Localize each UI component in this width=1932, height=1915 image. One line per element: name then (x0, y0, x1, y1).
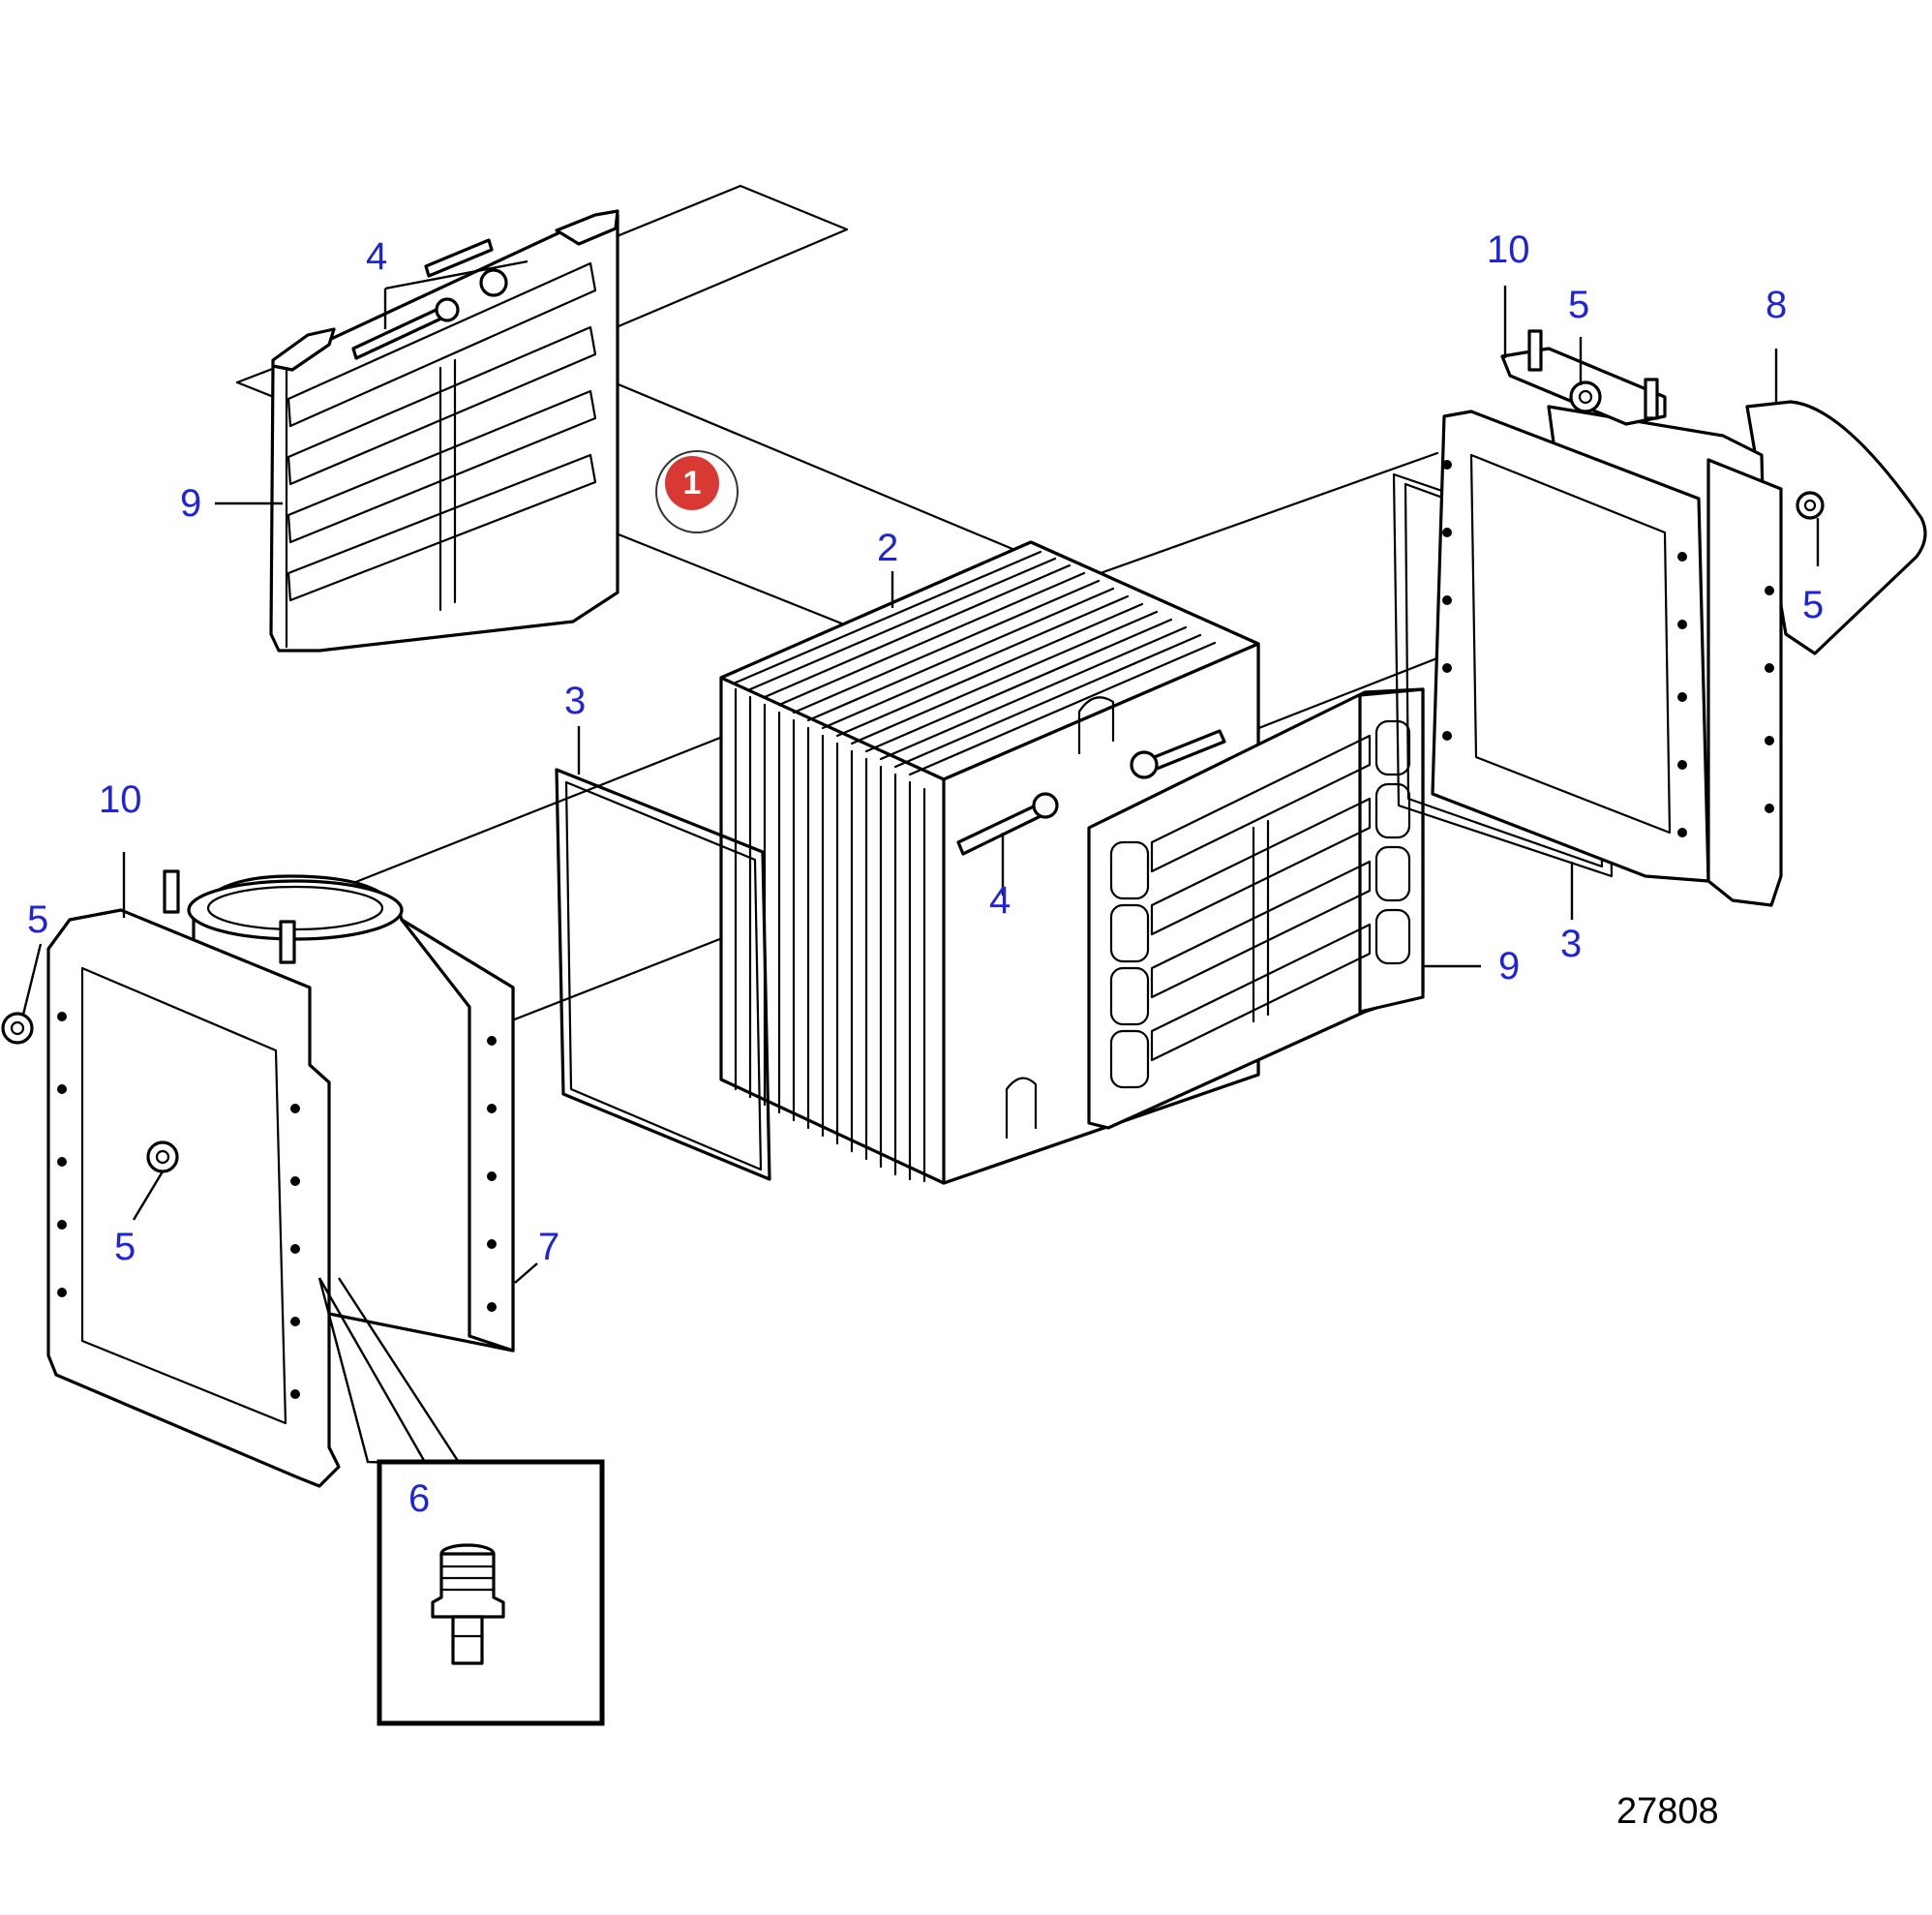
label-part-4-top: 4 (366, 235, 388, 278)
core-fins (734, 550, 1217, 1183)
bolts-upper (351, 238, 508, 360)
part-10-flange-left (1, 869, 341, 1488)
callout-dot (665, 456, 719, 510)
part-9-plate-lower (1087, 687, 1425, 1130)
label-part-6: 6 (408, 1477, 431, 1520)
label-part-3-left: 3 (564, 680, 587, 722)
label-part-3-right: 3 (1560, 923, 1583, 965)
plate-upper-slots (285, 261, 597, 649)
label-part-5-center: 5 (114, 1226, 136, 1268)
part-3-gasket-left (555, 768, 771, 1181)
label-part-5-right: 5 (1802, 584, 1825, 626)
flange-left-holes (57, 1012, 300, 1399)
hose-fitting-icon (431, 1543, 505, 1665)
label-part-9-right: 9 (1498, 945, 1521, 988)
label-part-10-left: 10 (99, 778, 142, 821)
label-part-5-left: 5 (27, 898, 49, 941)
callout-number: 1 (682, 465, 702, 502)
label-part-7: 7 (538, 1226, 560, 1268)
label-part-5-right-top: 5 (1568, 284, 1590, 326)
plate-lower-slots (1109, 719, 1411, 1089)
label-part-8: 8 (1766, 284, 1788, 326)
end-tank-right-holes (487, 1036, 497, 1312)
part-10-flange-right (1431, 329, 1825, 907)
label-part-2: 2 (877, 527, 899, 569)
label-part-4-center: 4 (989, 879, 1011, 922)
callout-marker: 1 (655, 450, 739, 533)
label-part-10-right: 10 (1487, 228, 1530, 271)
label-leaders (21, 259, 1820, 1284)
label-part-9-left: 9 (180, 482, 202, 525)
detail-box-part-6 (317, 1277, 605, 1726)
flange-right-holes (1442, 460, 1774, 837)
part-9-plate-upper (269, 209, 619, 653)
figure-number: 27808 (1616, 1791, 1719, 1832)
bolts-center (956, 729, 1226, 856)
